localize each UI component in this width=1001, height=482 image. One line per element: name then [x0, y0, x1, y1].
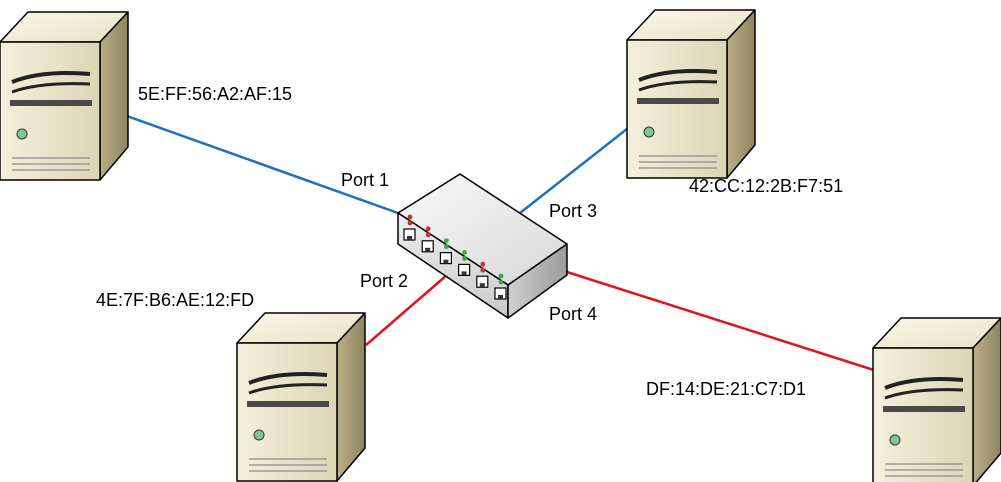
- port-label-3: Port 3: [549, 201, 597, 221]
- server-2-icon: [235, 311, 367, 482]
- network-switch-icon: [397, 173, 568, 319]
- switch-led-5-1: [480, 261, 486, 267]
- switch-port-notch-4: [461, 271, 467, 276]
- server-3-icon: [625, 8, 757, 180]
- switch-led-3-1: [444, 238, 449, 244]
- mac-label-server-4: DF:14:DE:21:C7:D1: [646, 379, 806, 399]
- switch-port-notch-6: [498, 295, 503, 299]
- link-line-server2-port2: [365, 274, 448, 346]
- switch-led-1-1: [407, 214, 413, 220]
- switch-led-4-1: [462, 250, 467, 255]
- port-label-1: Port 1: [341, 170, 389, 190]
- switch-led-6-2: [498, 279, 504, 285]
- switch-port-notch-2: [425, 247, 431, 252]
- switch-led-3-2: [444, 244, 449, 250]
- port-label-4: Port 4: [549, 304, 597, 324]
- switch-led-5-2: [480, 267, 486, 273]
- link-line-server4-port4: [566, 270, 881, 374]
- mac-label-server-2: 4E:7F:B6:AE:12:FD: [96, 290, 254, 310]
- server-4-icon: [871, 316, 1001, 482]
- switch-port-notch-3: [443, 259, 449, 264]
- server-1-icon: [0, 10, 130, 182]
- switch-port-notch-1: [407, 236, 412, 240]
- switch-led-2-1: [425, 226, 431, 232]
- switch-led-2-2: [425, 232, 431, 238]
- switch-led-1-2: [407, 220, 413, 226]
- mac-label-server-1: 5E:FF:56:A2:AF:15: [138, 84, 292, 104]
- switch-led-6-1: [498, 273, 504, 279]
- mac-label-server-3: 42:CC:12:2B:F7:51: [689, 176, 843, 196]
- port-label-2: Port 2: [360, 271, 408, 291]
- link-line-server1-port1: [123, 113, 399, 215]
- link-line-server3-port3: [519, 124, 633, 214]
- switch-led-4-2: [462, 256, 467, 261]
- switch-port-notch-5: [479, 283, 485, 288]
